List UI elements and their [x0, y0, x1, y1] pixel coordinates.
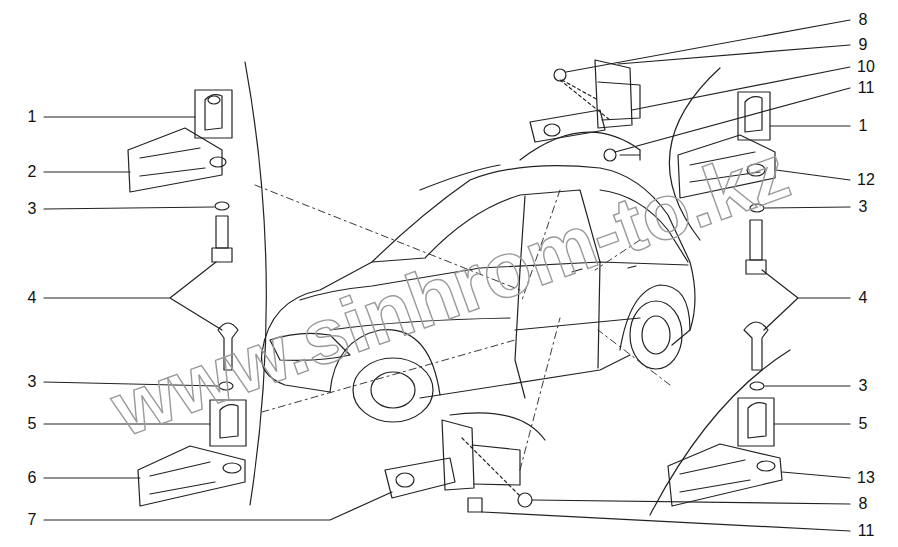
- callout-number: 7: [28, 512, 37, 528]
- callout-number: 3: [28, 201, 37, 217]
- callout-number: 5: [859, 416, 868, 432]
- callout-number: 10: [857, 59, 875, 75]
- callout-number: 3: [859, 378, 868, 394]
- callout-number: 8: [859, 12, 868, 28]
- callout-number: 11: [858, 80, 875, 96]
- callout-number: 2: [28, 164, 37, 180]
- callout-number: 4: [28, 290, 37, 306]
- callout-number: 8: [859, 496, 868, 512]
- callout-number: 11: [858, 523, 875, 539]
- callout-number: 13: [857, 470, 875, 486]
- callout-number: 5: [28, 416, 37, 432]
- callout-number: 6: [28, 470, 37, 486]
- callout-number: 3: [859, 199, 868, 215]
- callout-number: 1: [859, 118, 868, 134]
- callout-number: 3: [28, 374, 37, 390]
- callout-number: 4: [859, 290, 868, 306]
- callout-number: 12: [857, 172, 875, 188]
- callout-number: 1: [28, 109, 37, 125]
- callout-number: 9: [859, 37, 868, 53]
